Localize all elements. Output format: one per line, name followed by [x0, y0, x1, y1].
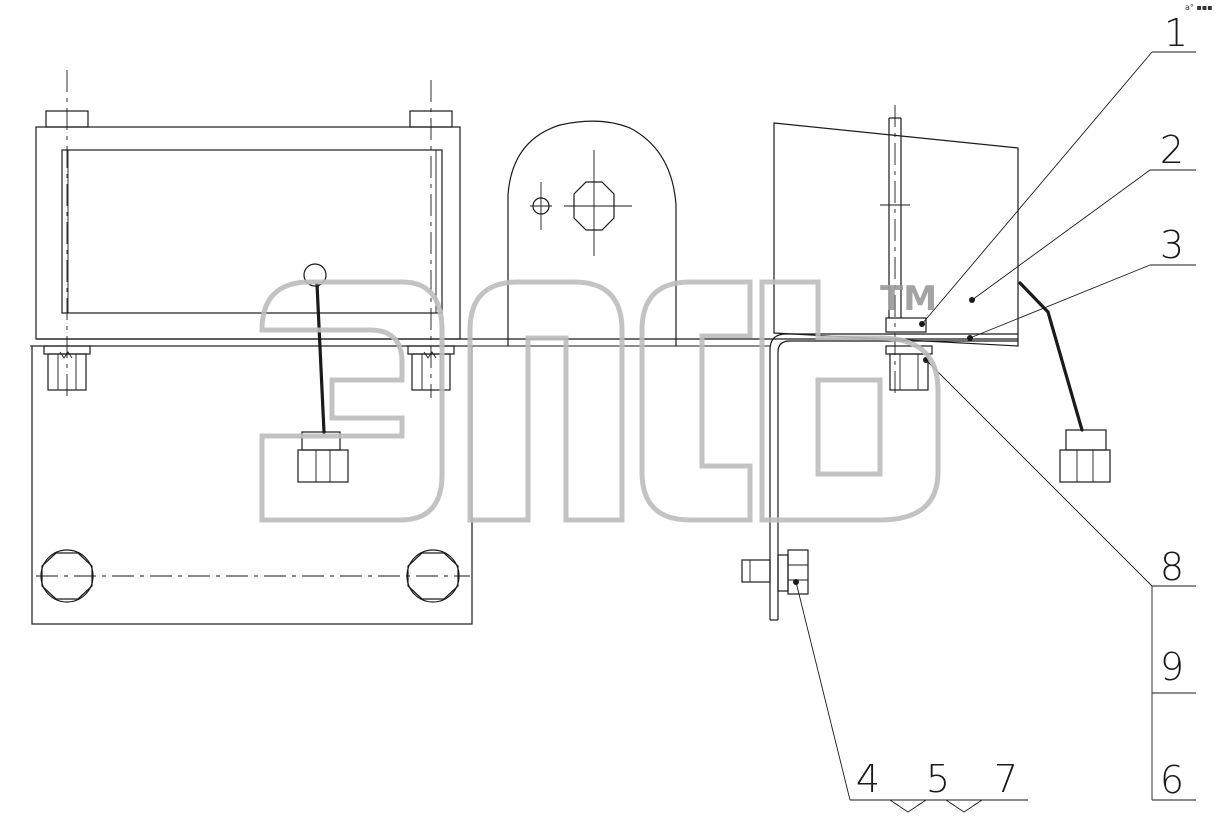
box-outer — [35, 126, 461, 340]
nut-left — [43, 345, 91, 391]
callout-8: 8 — [1160, 545, 1184, 589]
watermark-tm: TM — [880, 279, 937, 319]
right-view — [741, 105, 1111, 621]
leader-lines — [795, 51, 1196, 813]
callout-7: 7 — [994, 757, 1018, 801]
nut-right-view — [889, 353, 929, 391]
mounting-plate — [31, 345, 473, 625]
cable-lug — [303, 263, 327, 287]
callout-9: 9 — [1160, 645, 1184, 689]
middle-view-bracket — [507, 120, 677, 346]
box-inner — [61, 149, 443, 314]
watermark-logo: TM — [259, 279, 941, 523]
left-view — [30, 70, 1018, 625]
callout-3: 3 — [1160, 223, 1184, 267]
cable-plug-right — [1059, 429, 1111, 483]
callout-5: 5 — [926, 757, 950, 801]
callout-1: 1 — [1164, 11, 1188, 55]
callout-6: 6 — [1160, 758, 1184, 802]
bracket-bolt — [741, 549, 809, 595]
cable-plug-left — [297, 431, 349, 483]
corner-mark: a° ▪▪▪ — [1185, 3, 1213, 12]
callout-4: 4 — [856, 757, 880, 801]
bracket-hole-octagon — [573, 181, 615, 231]
callout-2: 2 — [1160, 128, 1184, 172]
callout-numbers: 1 2 3 4 5 6 7 8 9 — [856, 11, 1188, 802]
